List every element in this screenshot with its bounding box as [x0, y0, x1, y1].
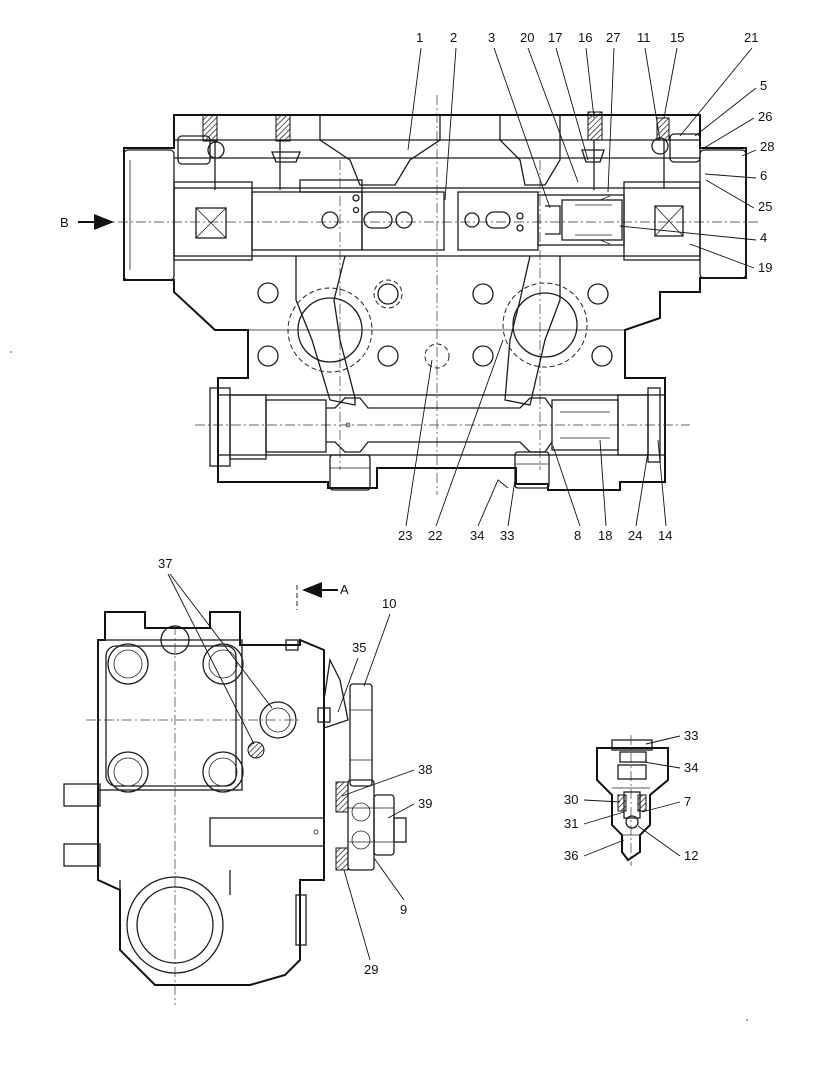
callout-24: 24	[628, 528, 642, 543]
callout-8: 8	[574, 528, 581, 543]
callout-19: 19	[758, 260, 772, 275]
callout-16: 16	[578, 30, 592, 45]
valve-body-outline	[123, 114, 747, 491]
callout-29: 29	[364, 962, 378, 977]
callout-26: 26	[758, 109, 772, 124]
callout-11: 11	[637, 30, 651, 45]
callout-25: 25	[758, 199, 772, 214]
detail-callout-33: 33	[684, 728, 698, 743]
section-view: B 1 2 3 20 17 16 27 11 15 21	[60, 30, 774, 543]
side-view-body-outline	[97, 611, 325, 986]
callout-4: 4	[760, 230, 767, 245]
callout-28: 28	[760, 139, 774, 154]
section-view-bottom-leaders	[405, 339, 667, 527]
callout-17: 17	[548, 30, 562, 45]
detail-view: 33 34 30 7 31 36 12	[564, 728, 698, 866]
section-view-top-leaders	[407, 47, 753, 209]
callout-1: 1	[416, 30, 423, 45]
callout-34: 34	[470, 528, 484, 543]
detail-callout-34: 34	[684, 760, 698, 775]
callout-22: 22	[428, 528, 442, 543]
callout-39: 39	[418, 796, 432, 811]
side-view: A 37 10 35 38 39 9 29	[63, 556, 432, 1005]
callout-27: 27	[606, 30, 620, 45]
callout-3: 3	[488, 30, 495, 45]
callout-35: 35	[352, 640, 366, 655]
callout-6: 6	[760, 168, 767, 183]
side-view-labels: 37 10 35 38 39 9 29	[158, 556, 432, 977]
detail-view-leaders	[583, 735, 681, 857]
detail-callout-30: 30	[564, 792, 578, 807]
section-view-top-labels: 1 2 3 20 17 16 27 11 15 21	[416, 30, 758, 45]
view-arrow-a: A	[340, 582, 349, 597]
side-view-leaders	[167, 573, 415, 961]
detail-body-outline	[596, 747, 669, 862]
callout-5: 5	[760, 78, 767, 93]
callout-18: 18	[598, 528, 612, 543]
callout-20: 20	[520, 30, 534, 45]
section-view-bottom-labels: 23 22 34 33 8 18 24 14	[398, 528, 672, 543]
detail-callout-36: 36	[564, 848, 578, 863]
callout-23: 23	[398, 528, 412, 543]
detail-callout-31: 31	[564, 816, 578, 831]
callout-14: 14	[658, 528, 672, 543]
callout-38: 38	[418, 762, 432, 777]
callout-33: 33	[500, 528, 514, 543]
callout-10: 10	[382, 596, 396, 611]
callout-21: 21	[744, 30, 758, 45]
detail-callout-12: 12	[684, 848, 698, 863]
view-arrow-b: B	[60, 215, 69, 230]
callout-37: 37	[158, 556, 172, 571]
callout-2: 2	[450, 30, 457, 45]
callout-15: 15	[670, 30, 684, 45]
section-view-right-labels: 5 26 28 6 25 4 19	[758, 78, 774, 275]
detail-view-labels: 33 34 30 7 31 36 12	[564, 728, 698, 863]
section-view-right-leaders	[619, 87, 757, 269]
detail-callout-7: 7	[684, 794, 691, 809]
callout-9: 9	[400, 902, 407, 917]
